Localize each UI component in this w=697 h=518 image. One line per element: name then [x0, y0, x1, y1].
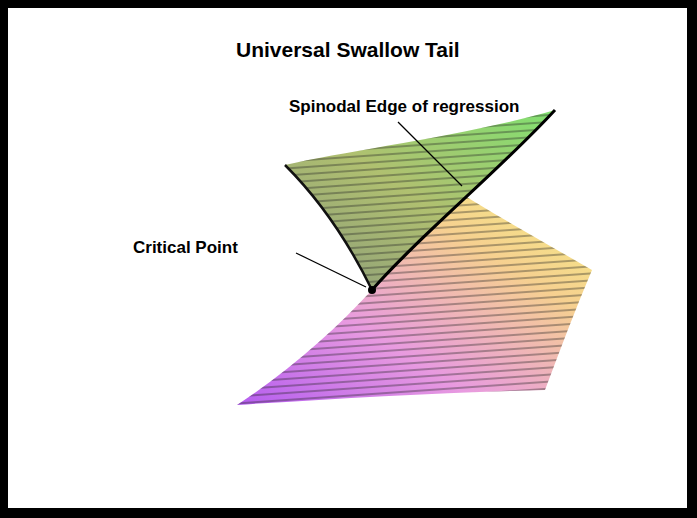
point-label: Critical Point [133, 238, 238, 258]
leader-line [398, 122, 462, 186]
fold-edge [285, 165, 372, 290]
critical-point-dot [368, 286, 376, 294]
diagram-title: Universal Swallow Tail [236, 38, 460, 62]
tail-sheet [285, 110, 555, 290]
edge-label: Spinodal Edge of regression [289, 97, 519, 117]
spinodal-edge [372, 110, 555, 290]
picture-frame [8, 8, 687, 508]
leader-line [296, 253, 366, 287]
